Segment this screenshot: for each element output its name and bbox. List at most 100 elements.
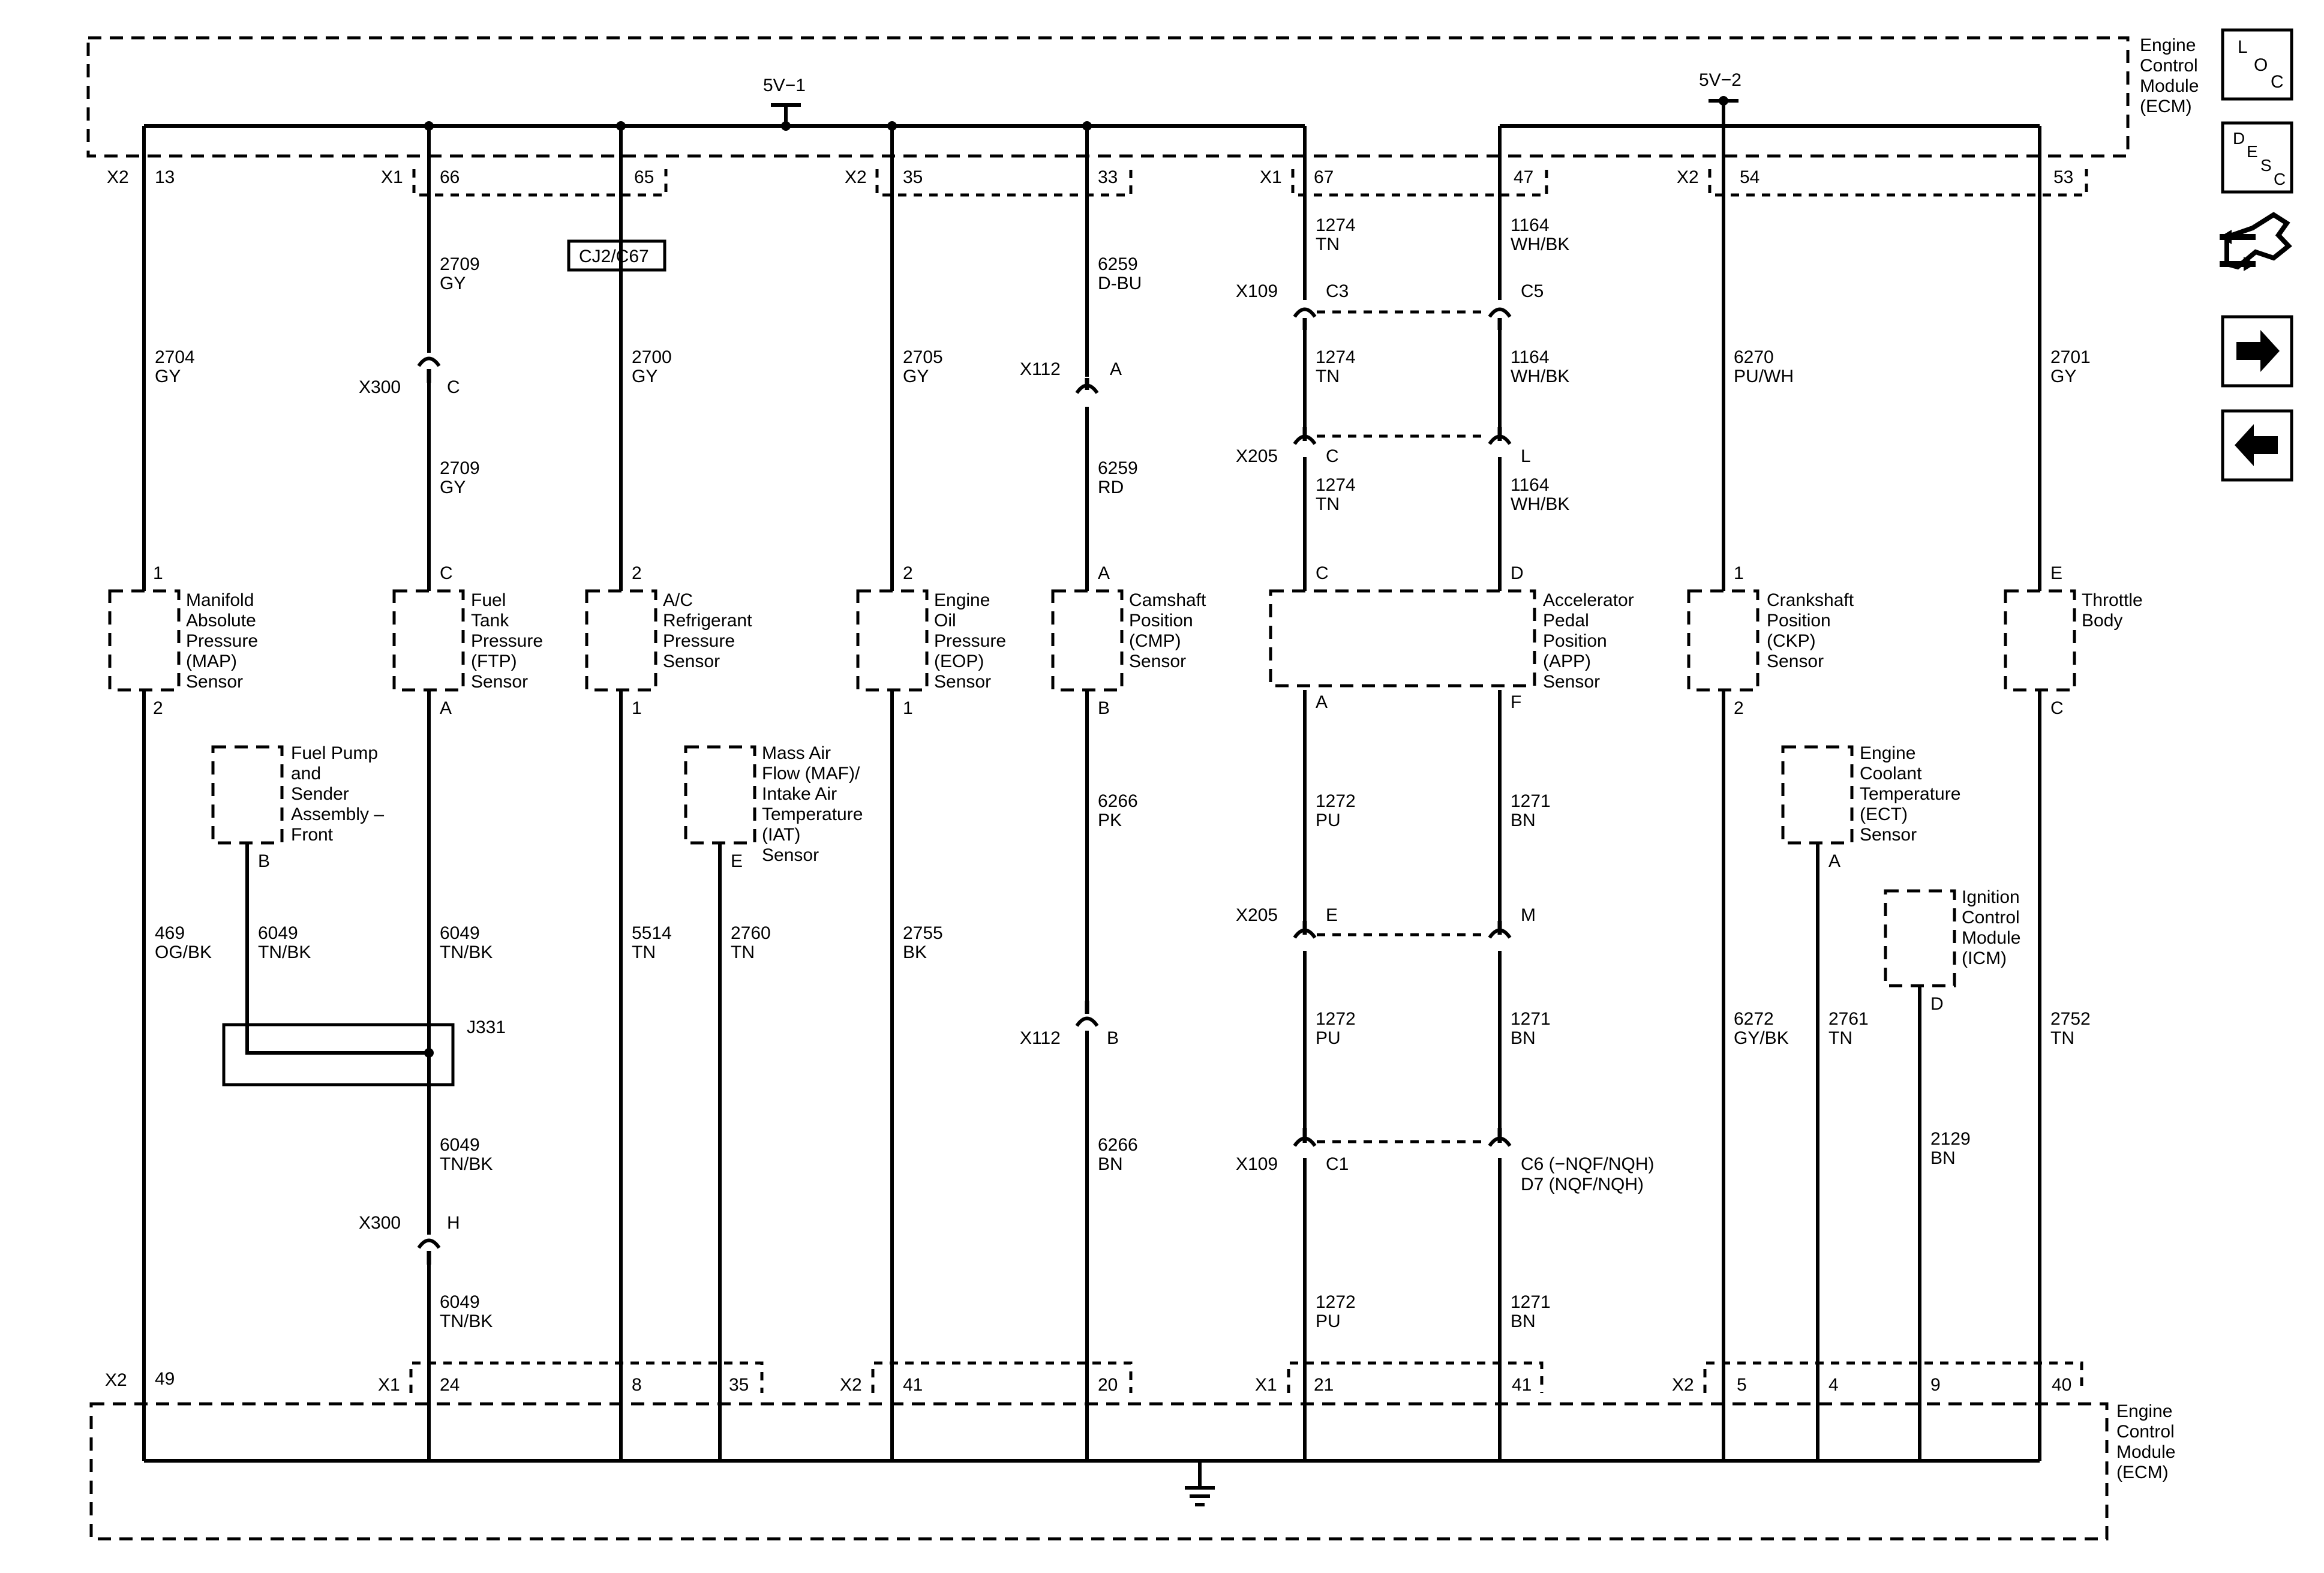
inline-connector-name: X112 — [1020, 359, 1061, 379]
inline-connector-pin: H — [447, 1213, 460, 1233]
inline-connector-pin: C — [1326, 446, 1339, 466]
inline-connector-symbols — [417, 307, 1512, 1265]
top-conn-x1-a: X1 — [381, 167, 403, 187]
ref-5v2-label: 5V−2 — [1699, 70, 1742, 90]
inline-connector-pin: C5 — [1521, 281, 1544, 301]
wire-color: PU — [1316, 1311, 1341, 1331]
component-pin: A — [1098, 563, 1110, 583]
j331-splice-box — [222, 1023, 455, 1086]
bottom-pin: 41 — [1512, 1375, 1532, 1395]
inline-connector-name: X205 — [1236, 905, 1278, 925]
wire-color: TN/BK — [258, 942, 311, 962]
wrench-icon[interactable] — [2220, 212, 2292, 271]
inline-connector-pin: L — [1521, 446, 1531, 466]
bottom-pin: 40 — [2052, 1375, 2071, 1395]
wire-color: BN — [1930, 1148, 1956, 1168]
wire-circuit: 1164 — [1511, 475, 1550, 495]
wire-circuit: 2709 — [440, 458, 480, 478]
wire-circuit: 6259 — [1098, 458, 1138, 478]
top-pin: 65 — [634, 167, 654, 187]
back-arrow-icon[interactable] — [2221, 409, 2293, 482]
wire-runs — [142, 101, 2041, 1461]
wire-circuit: 6049 — [440, 1135, 480, 1155]
top-bracket-x2-c — [1708, 169, 2088, 197]
wire-color: PU — [1316, 810, 1341, 830]
component-pin: C — [1316, 563, 1329, 583]
svg-text:O: O — [2254, 55, 2268, 75]
wire-color: GY — [440, 478, 466, 497]
component-pin: 2 — [632, 563, 642, 583]
component-pin: 1 — [903, 698, 913, 718]
wire-color: BN — [1511, 1311, 1536, 1331]
loc-icon[interactable]: L O C — [2221, 28, 2293, 101]
component-pin: D — [1511, 563, 1524, 583]
wire-circuit: 6049 — [440, 923, 480, 943]
top-pin: 66 — [440, 167, 460, 187]
wire-color: TN — [1316, 494, 1340, 514]
inline-connector-pin: M — [1521, 905, 1536, 925]
wire-circuit: 1271 — [1511, 791, 1551, 811]
inline-connector-pin: B — [1107, 1028, 1119, 1048]
wire-color: TN/BK — [440, 942, 493, 962]
component-pin: 1 — [632, 698, 642, 718]
desc-icon[interactable]: D E S C — [2221, 121, 2293, 194]
component-pin: A — [1828, 851, 1840, 871]
bottom-pin: 49 — [155, 1369, 175, 1389]
top-pin: 35 — [903, 167, 923, 187]
component-pin: D — [1930, 994, 1944, 1014]
bottom-pin: 9 — [1930, 1375, 1941, 1395]
wire-circuit: 2755 — [903, 923, 943, 943]
bottom-bracket-x2-b — [871, 1361, 1133, 1393]
wire-color: GY — [903, 367, 929, 386]
wire-circuit: 1164 — [1511, 215, 1550, 235]
wire-circuit: 2760 — [731, 923, 771, 943]
component-pin: 1 — [153, 563, 163, 583]
forward-arrow-icon[interactable] — [2221, 315, 2293, 388]
wire-circuit: 6266 — [1098, 791, 1138, 811]
wire-circuit: 1274 — [1316, 475, 1356, 495]
svg-text:E: E — [2247, 142, 2258, 161]
top-conn-x2-a: X2 — [107, 167, 129, 187]
component-pin: C — [2050, 698, 2064, 718]
wire-color: TN — [2050, 1028, 2074, 1048]
component-pin: F — [1511, 692, 1521, 712]
wire-color: TN — [1828, 1028, 1852, 1048]
inline-connector-pin: C6 (−NQF/NQH)D7 (NQF/NQH) — [1521, 1154, 1655, 1194]
bottom-pin: 5 — [1737, 1375, 1747, 1395]
wire-circuit: 1271 — [1511, 1292, 1551, 1312]
wire-circuit: 1164 — [1511, 347, 1550, 367]
svg-text:L: L — [2238, 37, 2248, 57]
bottom-conn-x2-c: X2 — [1672, 1375, 1694, 1395]
component-pin: C — [440, 563, 453, 583]
wire-color: PU — [1316, 1028, 1341, 1048]
inline-connector-name: X300 — [359, 1213, 401, 1233]
wire-color: BK — [903, 942, 927, 962]
component-pin: 2 — [153, 698, 163, 718]
wire-circuit: 6272 — [1734, 1009, 1774, 1029]
wire-color: WH/BK — [1511, 367, 1569, 386]
top-conn-x1-b: X1 — [1260, 167, 1282, 187]
inline-connector-pin: E — [1326, 905, 1338, 925]
component-pin: A — [440, 698, 452, 718]
bottom-conn-x2-a: X2 — [105, 1370, 127, 1390]
wire-color: TN — [1316, 235, 1340, 254]
wire-circuit: 6049 — [258, 923, 298, 943]
top-pin: 54 — [1740, 167, 1759, 187]
wire-color: WH/BK — [1511, 235, 1569, 254]
component-pin: B — [258, 851, 270, 871]
component-pin: E — [731, 851, 743, 871]
bottom-pin: 8 — [632, 1375, 642, 1395]
wire-circuit: 5514 — [632, 923, 672, 943]
bottom-conn-x2-b: X2 — [840, 1375, 862, 1395]
top-conn-x2-c: X2 — [1677, 167, 1699, 187]
wire-color: PK — [1098, 810, 1122, 830]
